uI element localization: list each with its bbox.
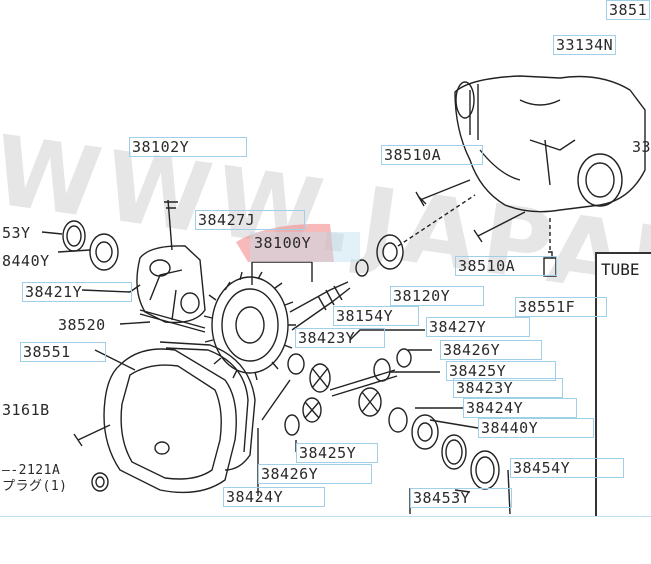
part-label-33[interactable]: 33 — [632, 138, 651, 156]
part-label-38427j[interactable]: 38427J — [195, 210, 305, 230]
rear-cover[interactable] — [103, 348, 237, 494]
pinion-mate-gear[interactable] — [309, 363, 331, 393]
part-label-38425y-right[interactable]: 38425Y — [446, 361, 556, 381]
pinion-bearing[interactable] — [376, 234, 404, 270]
part-label-33134n[interactable]: 33134N — [553, 35, 617, 55]
part-label-38520[interactable]: 38520 — [58, 316, 106, 334]
part-label-38120y[interactable]: 38120Y — [390, 286, 484, 306]
part-label-38102y[interactable]: 38102Y — [129, 137, 247, 157]
part-label-38551f[interactable]: 38551F — [515, 297, 607, 317]
thrust-washer-right[interactable] — [388, 407, 408, 433]
side-gear-right[interactable] — [358, 387, 382, 417]
part-label-38426y-right[interactable]: 38426Y — [440, 340, 542, 360]
part-label-38551[interactable]: 38551 — [20, 342, 106, 362]
pinion-mate-gear-right[interactable] — [373, 348, 412, 382]
housing-bolt-lower[interactable] — [473, 211, 526, 243]
cover-bolt[interactable] — [73, 424, 111, 447]
differential-carrier-housing[interactable] — [454, 75, 646, 213]
part-label-38426y-bottom[interactable]: 38426Y — [258, 464, 372, 484]
part-label-38453y-left[interactable]: 53Y — [2, 224, 31, 242]
ring-gear-and-pinion[interactable] — [203, 271, 351, 381]
part-label-3161b[interactable]: 3161B — [2, 401, 50, 419]
selected-part-highlight-box — [250, 232, 360, 262]
oil-seal-right[interactable] — [470, 450, 500, 490]
tube-panel-title: TUBE — [601, 260, 640, 279]
differential-case[interactable] — [129, 245, 206, 324]
pinion-thrust-washer[interactable] — [287, 353, 305, 375]
part-label-38424y-right[interactable]: 38424Y — [463, 398, 577, 418]
cover-gasket[interactable] — [159, 341, 256, 471]
side-bearing-right[interactable] — [411, 414, 439, 450]
side-bearing-shim-left[interactable] — [62, 220, 86, 252]
part-label-38440y-left[interactable]: 8440Y — [2, 252, 50, 270]
selected-part-highlight — [236, 223, 334, 262]
drain-plug[interactable] — [91, 472, 109, 492]
part-label-drain-plug[interactable]: プラグ(1) — [2, 479, 68, 494]
pinion-mate-shaft[interactable] — [329, 369, 398, 397]
part-label-38423y-lower[interactable]: 38423Y — [453, 378, 563, 398]
diagram-baseline — [0, 516, 651, 517]
part-label-2121a[interactable]: —-2121A — [2, 463, 61, 478]
part-label-38427y[interactable]: 38427Y — [426, 317, 530, 337]
part-label-38424y-bottom[interactable]: 38424Y — [223, 487, 325, 507]
part-label-38453y[interactable]: 38453Y — [410, 488, 512, 508]
thrust-washer-left[interactable] — [284, 414, 300, 436]
part-label-38421y[interactable]: 38421Y — [22, 282, 132, 302]
part-label-38440y-right[interactable]: 38440Y — [478, 418, 594, 438]
collapsible-spacer[interactable] — [355, 259, 369, 277]
side-bearing-left[interactable] — [89, 233, 119, 271]
housing-bolt-upper[interactable] — [415, 179, 471, 207]
part-label-3851[interactable]: 3851 — [606, 0, 651, 20]
part-label-38425y-bottom[interactable]: 38425Y — [296, 443, 378, 463]
part-label-38510a-upper[interactable]: 38510A — [381, 145, 483, 165]
side-gear-left[interactable] — [302, 397, 322, 423]
side-bearing-shim-right[interactable] — [441, 434, 467, 470]
part-label-38510a-lower[interactable]: 38510A — [455, 256, 557, 276]
part-label-38423y-upper[interactable]: 38423Y — [295, 328, 385, 348]
pinion-shaft-pin[interactable] — [139, 309, 206, 333]
part-label-38154y[interactable]: 38154Y — [333, 306, 419, 326]
part-label-38454y[interactable]: 38454Y — [510, 458, 624, 478]
part-label-38100y[interactable]: 38100Y — [254, 234, 312, 252]
case-bolt[interactable] — [164, 199, 178, 251]
